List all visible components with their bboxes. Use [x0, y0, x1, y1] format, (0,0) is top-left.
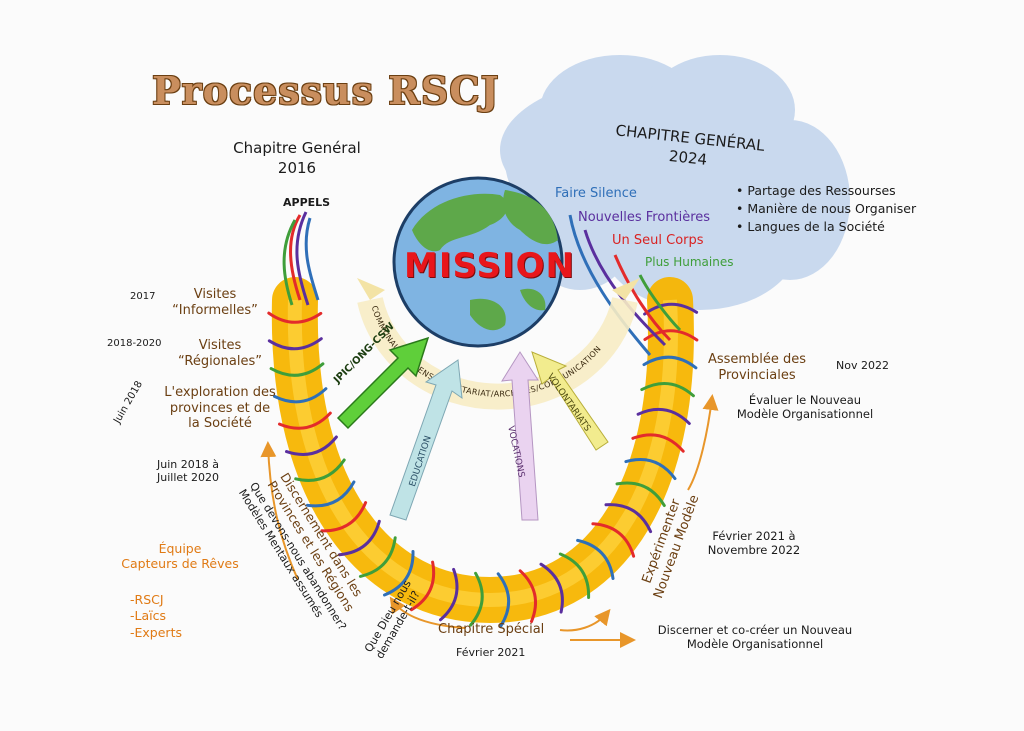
chapitre-2016-line2: 2016 — [277, 159, 317, 178]
vocations-arrow — [501, 351, 539, 521]
call-un-seul-corps: Un Seul Corps — [612, 233, 704, 248]
evaluer-label: Évaluer le Nouveau Modèle Organisationne… — [730, 393, 880, 422]
appels-strands — [282, 211, 320, 306]
coil-strand — [358, 536, 397, 578]
jpic-arrow — [336, 336, 430, 430]
coil-strand — [642, 355, 698, 370]
assemblee-line: Provinciales — [718, 367, 796, 383]
coil-strand — [338, 519, 381, 557]
coil-strand — [636, 407, 691, 425]
evaluer-line: Modèle Organisationnel — [736, 406, 874, 421]
date-line: Juillet 2020 — [157, 471, 219, 485]
discerner-label: Discerner et co-créer un Nouveau Modèle … — [640, 623, 870, 652]
coil-strand — [267, 337, 323, 351]
discerner-line: Discerner et co-créer un Nouveau — [657, 623, 853, 637]
date-line: Février 2021 à — [712, 529, 796, 543]
coil-strand — [410, 560, 436, 612]
coil-strand — [278, 411, 332, 430]
coil-strand — [518, 569, 537, 623]
coil-strand — [643, 329, 699, 342]
themes-list: Partage des Ressourses Manière de nous O… — [736, 182, 916, 236]
theme-item: Langues de la Société — [736, 218, 916, 236]
chapitre-2016-line1: Chapitre Genéral — [233, 139, 361, 157]
year-2017: 2017 — [130, 291, 156, 302]
year-2018-2020: 2018-2020 — [107, 338, 162, 349]
theme-item: Manière de nous Organiser — [736, 200, 916, 218]
membres-list: -RSCJ -Laïcs -Experts — [130, 592, 182, 641]
visites-informelles-line1: Visites — [193, 287, 237, 302]
coil-strand — [285, 435, 338, 456]
juin-2018-juillet-2020: Juin 2018 à Juillet 2020 — [148, 458, 228, 484]
theme-item: Partage des Ressourses — [736, 182, 916, 200]
coil-strand — [267, 311, 323, 324]
volontariats-arrow — [531, 351, 609, 451]
call-faire-silence: Faire Silence — [555, 186, 637, 201]
visites-regionales-line2: “Régionales” — [178, 353, 262, 369]
coil-strand — [539, 562, 564, 614]
discerner-line: Modèle Organisationnel — [686, 636, 824, 651]
diagram-title: Processus RSCJ — [152, 68, 500, 113]
exploration-line: provinces et de — [169, 400, 271, 416]
date-line: Juin 2018 à — [157, 458, 219, 471]
evaluer-line: Évaluer le Nouveau — [748, 393, 862, 407]
coil-strand — [624, 457, 677, 481]
coil-strand — [320, 501, 368, 533]
fevrier-2021: Février 2021 — [456, 646, 526, 659]
exploration-line: L'exploration des — [164, 385, 276, 400]
coil-strand — [496, 572, 511, 628]
coil-strand — [305, 480, 356, 508]
coil-strand — [294, 458, 346, 482]
exploration-label: L'exploration des provinces et de la Soc… — [150, 385, 290, 432]
coil-strand — [615, 481, 666, 507]
equipe-line: Capteurs de Rêves — [121, 556, 239, 571]
coil-strand — [269, 362, 325, 377]
coil-strand — [558, 552, 591, 599]
visites-regionales: Visites “Régionales” — [170, 338, 270, 369]
coil-strand — [469, 571, 484, 627]
coil-strand — [439, 567, 459, 622]
coil-strand — [643, 302, 699, 316]
coil-strand — [591, 522, 636, 558]
membre-item: -Experts — [130, 624, 182, 640]
chapitre-special: Chapitre Spécial — [438, 622, 545, 637]
equipe-label: Équipe Capteurs de Rêves — [120, 541, 240, 571]
call-plus-humaines: Plus Humaines — [645, 255, 734, 269]
fevrier-2021-nov-2022: Février 2021 à Novembre 2022 — [704, 529, 804, 558]
support-ring — [357, 297, 638, 410]
assemblee-line: Assemblée des — [707, 352, 807, 367]
coil-strand — [604, 503, 653, 534]
coil-strand — [640, 382, 695, 398]
appels-label: APPELS — [283, 196, 331, 209]
coil-strand — [631, 433, 685, 453]
coil-strands — [267, 302, 699, 628]
education-arrow — [389, 359, 463, 521]
call-nouvelles-frontieres: Nouvelles Frontières — [578, 210, 711, 225]
globe-icon — [392, 176, 564, 348]
membre-item: -RSCJ — [130, 592, 164, 607]
chapitre-2016: Chapitre Genéral 2016 — [222, 138, 372, 179]
exploration-line: la Société — [188, 416, 252, 432]
visites-informelles: Visites “Informelles” — [165, 287, 265, 318]
assemblee-label: Assemblée des Provinciales — [702, 352, 812, 383]
nov-2022: Nov 2022 — [836, 359, 889, 372]
coil-strand — [273, 387, 328, 404]
coil-strand — [576, 538, 615, 580]
visites-informelles-line2: “Informelles” — [172, 302, 258, 318]
flow-arrows — [260, 394, 719, 648]
visites-regionales-line1: Visites — [198, 338, 242, 353]
membre-item: -Laïcs — [130, 608, 166, 624]
date-line: Novembre 2022 — [707, 542, 801, 557]
coil-strand — [383, 550, 415, 597]
equipe-line: Équipe — [158, 541, 202, 556]
mission-label: MISSION — [404, 246, 575, 286]
